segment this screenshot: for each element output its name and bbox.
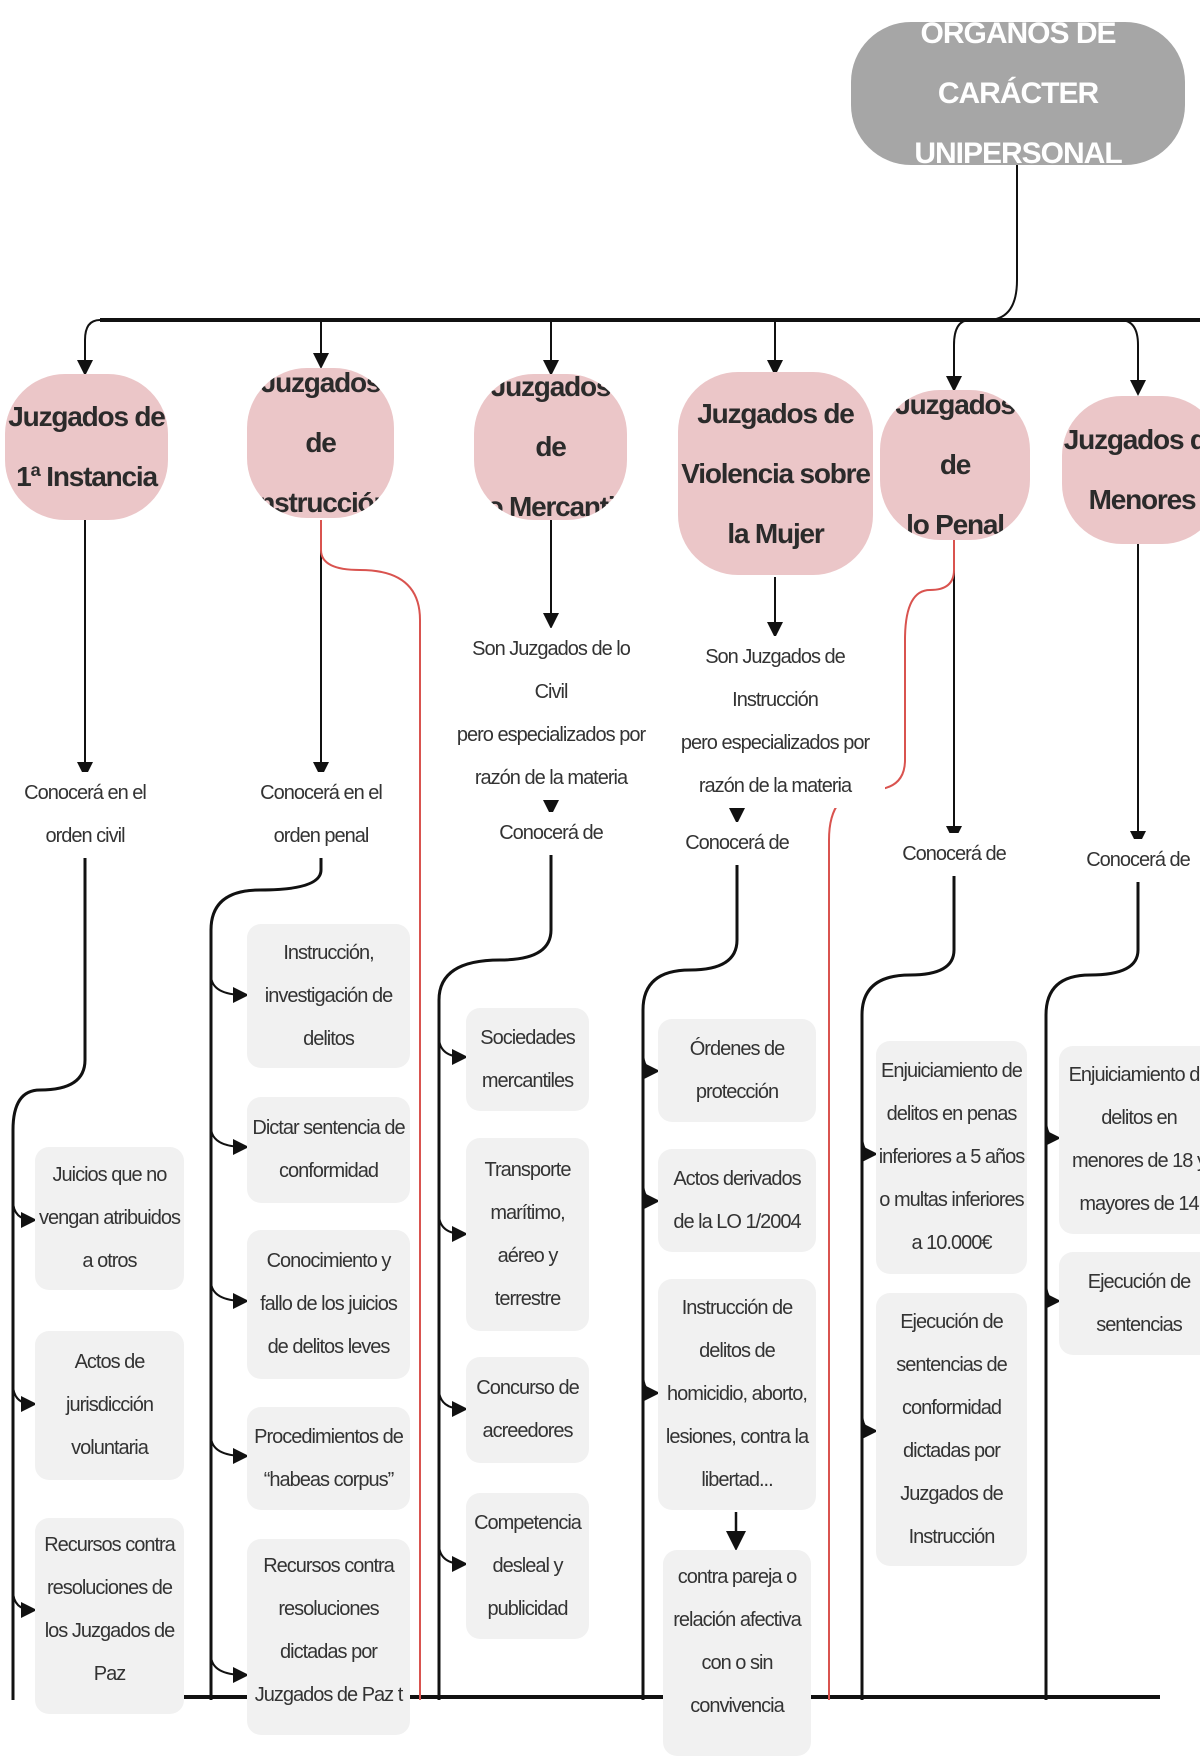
desc-instruccion: Conocerá en el orden penal — [246, 772, 396, 858]
desc-menores: Conocerá de — [1082, 839, 1194, 882]
header-penal: Juzgados de lo Penal — [880, 390, 1030, 540]
header-violencia-mujer: Juzgados de Violencia sobre la Mujer — [678, 372, 873, 575]
desc-mercantil: Conocerá de — [490, 812, 612, 855]
item: Actos de jurisdicción voluntaria — [35, 1331, 184, 1480]
desc-1a-instancia: Conocerá en el orden civil — [10, 772, 160, 858]
item: Instrucción, investigación de delitos — [247, 924, 410, 1068]
item: Dictar sentencia de conformidad — [247, 1097, 410, 1203]
desc-penal: Conocerá de — [898, 833, 1010, 876]
item: Sociedades mercantiles — [466, 1008, 589, 1111]
item: Ejecución de sentencias — [1059, 1252, 1200, 1355]
header-instruccion: Juzgados de Instrucción — [247, 368, 394, 518]
item: Enjuiciamiento de delitos en menores de … — [1059, 1046, 1200, 1234]
item: Órdenes de protección — [658, 1019, 816, 1122]
header-menores: Juzgados de Menores — [1062, 396, 1200, 544]
item: Actos derivados de la LO 1/2004 — [658, 1149, 816, 1252]
item: Concurso de acreedores — [466, 1357, 589, 1463]
red-link-instruccion — [320, 520, 421, 1700]
item: Conocimiento y fallo de los juicios de d… — [247, 1230, 410, 1379]
header-1a-instancia: Juzgados de 1ª Instancia — [5, 374, 168, 520]
item: contra pareja o relación afectiva con o … — [663, 1550, 811, 1756]
item: Recursos contra resoluciones dictadas po… — [247, 1539, 410, 1735]
item: Procedimientos de “habeas corpus” — [247, 1407, 410, 1510]
root-node: ÓRGANOS DE CARÁCTER UNIPERSONAL — [851, 17, 1185, 170]
item: Enjuiciamiento de delitos en penas infer… — [876, 1041, 1027, 1274]
header-mercantil: Juzgados de lo Mercantil — [474, 374, 627, 520]
note-violencia-mujer: Son Juzgados de Instrucción pero especia… — [665, 636, 885, 808]
item: Recursos contra resoluciones de los Juzg… — [35, 1518, 184, 1714]
desc-violencia-mujer: Conocerá de — [682, 822, 792, 865]
root-connector — [989, 165, 1018, 321]
item: Transporte marítimo, aéreo y terrestre — [466, 1138, 589, 1331]
item: Ejecución de sentencias de conformidad d… — [876, 1293, 1027, 1566]
item: Juicios que no vengan atribuidos a otros — [35, 1147, 184, 1290]
note-mercantil: Son Juzgados de lo Civil pero especializ… — [455, 628, 647, 800]
item: Competencia desleal y publicidad — [466, 1493, 589, 1639]
item: Instrucción de delitos de homicidio, abo… — [658, 1279, 816, 1510]
